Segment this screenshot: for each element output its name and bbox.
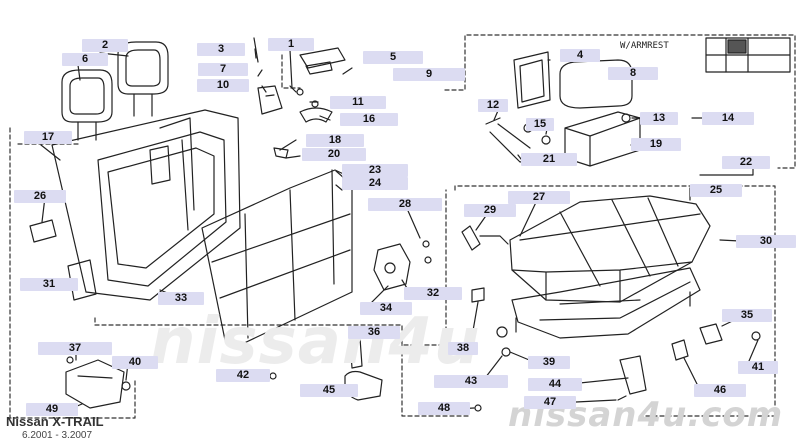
callout-10[interactable]: 10 (197, 79, 249, 92)
watermark-center: nissan4u (150, 305, 481, 379)
callout-23[interactable]: 23 (342, 164, 408, 177)
callout-41[interactable]: 41 (738, 361, 778, 374)
callout-13[interactable]: 13 (640, 112, 678, 125)
callout-30[interactable]: 30 (736, 235, 796, 248)
callout-48[interactable]: 48 (418, 402, 470, 415)
callout-14[interactable]: 14 (702, 112, 754, 125)
callout-35[interactable]: 35 (722, 309, 772, 322)
callout-45[interactable]: 45 (300, 384, 358, 397)
callout-26[interactable]: 26 (14, 190, 66, 203)
callout-28[interactable]: 28 (368, 198, 442, 211)
armrest-variant-label: W/ARMREST (620, 41, 669, 51)
callout-20[interactable]: 20 (302, 148, 366, 161)
callout-29[interactable]: 29 (464, 204, 516, 217)
callout-17[interactable]: 17 (24, 131, 72, 144)
callout-2[interactable]: 2 (82, 39, 128, 52)
callout-18[interactable]: 18 (306, 134, 364, 147)
callout-46[interactable]: 46 (694, 384, 746, 397)
callout-38[interactable]: 38 (448, 342, 478, 355)
callout-21[interactable]: 21 (521, 153, 577, 166)
callout-9[interactable]: 9 (393, 68, 465, 81)
callout-43[interactable]: 43 (434, 375, 508, 388)
callout-36[interactable]: 36 (348, 326, 400, 339)
callout-5[interactable]: 5 (363, 51, 423, 64)
callout-22[interactable]: 22 (722, 156, 770, 169)
callout-4[interactable]: 4 (560, 49, 600, 62)
callout-27[interactable]: 27 (508, 191, 570, 204)
callout-44[interactable]: 44 (528, 378, 582, 391)
callout-19[interactable]: 19 (631, 138, 681, 151)
callout-49[interactable]: 49 (26, 403, 78, 416)
model-label: Nissan X-TRAIL (6, 414, 104, 429)
callout-1[interactable]: 1 (268, 38, 314, 51)
date-range-label: 6.2001 - 3.2007 (22, 430, 93, 441)
callout-37[interactable]: 37 (38, 342, 112, 355)
callout-33[interactable]: 33 (158, 292, 204, 305)
callout-47[interactable]: 47 (524, 396, 576, 409)
callout-11[interactable]: 11 (330, 96, 386, 109)
callout-42[interactable]: 42 (216, 369, 270, 382)
callout-12[interactable]: 12 (478, 99, 508, 112)
callout-16[interactable]: 16 (340, 113, 398, 126)
callout-6[interactable]: 6 (62, 53, 108, 66)
callout-3[interactable]: 3 (197, 43, 245, 56)
callout-40[interactable]: 40 (112, 356, 158, 369)
callout-15[interactable]: 15 (526, 118, 554, 131)
callout-7[interactable]: 7 (198, 63, 248, 76)
callout-31[interactable]: 31 (20, 278, 78, 291)
callout-34[interactable]: 34 (360, 302, 412, 315)
callout-39[interactable]: 39 (528, 356, 570, 369)
callout-24[interactable]: 24 (342, 177, 408, 190)
callout-32[interactable]: 32 (404, 287, 462, 300)
callout-8[interactable]: 8 (608, 67, 658, 80)
callout-25[interactable]: 25 (690, 184, 742, 197)
